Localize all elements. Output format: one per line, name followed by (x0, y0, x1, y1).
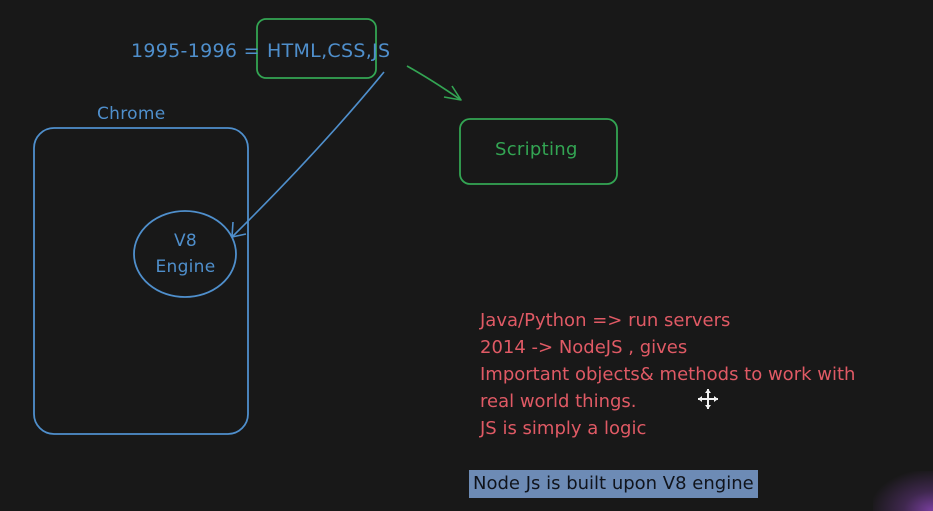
v8-label-line1: V8 (173, 231, 198, 251)
tech-box[interactable] (256, 18, 377, 79)
v8-engine-ellipse[interactable] (133, 210, 237, 298)
scripting-label: Scripting (495, 139, 578, 160)
tech-label: HTML,CSS,JS (267, 40, 391, 62)
highlighted-note[interactable]: Node Js is built upon V8 engine (469, 470, 758, 498)
note-line: JS is simply a logic (480, 418, 647, 439)
note-line: 2014 -> NodeJS , gives (480, 337, 688, 358)
v8-engine-label: V8 Engine (135, 228, 236, 280)
scripting-box[interactable] (459, 118, 618, 185)
chrome-label: Chrome (97, 104, 166, 124)
notes-block: Java/Python => run servers 2014 -> NodeJ… (480, 307, 855, 442)
note-line: real world things. (480, 391, 637, 412)
arrow-to-v8[interactable] (231, 71, 385, 238)
note-line: Java/Python => run servers (480, 310, 731, 331)
arrow-to-scripting[interactable] (406, 65, 462, 101)
year-label: 1995-1996 = (131, 40, 260, 62)
note-line: Important objects& methods to work with (480, 364, 856, 385)
arrow-to-scripting-head (443, 85, 462, 101)
corner-glow (873, 471, 933, 511)
arrow-to-v8-head (231, 221, 247, 238)
move-cursor-icon (698, 389, 718, 409)
v8-label-line2: Engine (155, 257, 216, 277)
chrome-box[interactable] (33, 127, 249, 435)
